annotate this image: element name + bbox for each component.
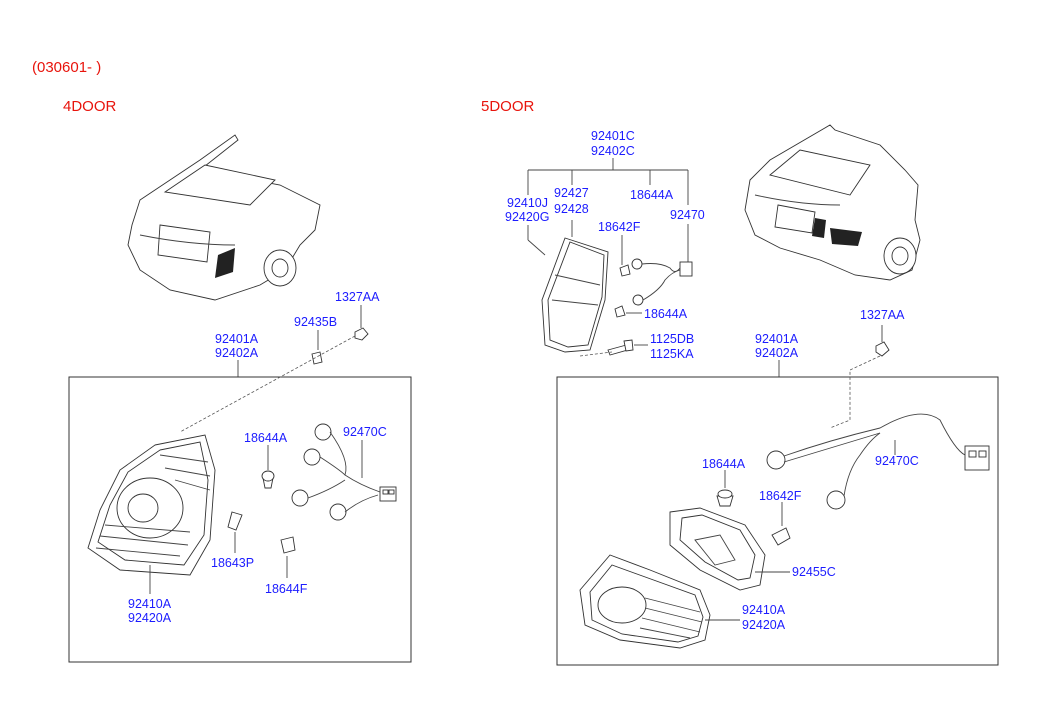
bulb-18644a-5door [716,489,734,507]
label-92420g: 92420G [505,210,549,224]
label-18644f: 18644F [265,582,308,596]
label-92402a-5door: 92402A [755,346,799,360]
section-title-4door: 4DOOR [63,98,117,115]
label-1125ka: 1125KA [650,347,694,361]
label-92455c: 92455C [792,565,836,579]
label-92410a-5door: 92410A [742,603,786,617]
label-18644a: 18644A [244,431,288,445]
label-18643p: 18643P [211,556,254,570]
gasket-92455c [669,507,766,591]
label-1125db: 1125DB [650,332,694,346]
label-18644a-top: 18644A [630,188,674,202]
bulb-18642f-5door [771,527,791,546]
label-92427: 92427 [554,186,589,200]
tail-lamp-5door [579,554,711,649]
tail-lamp-5door-top [541,237,609,353]
bulb-18644a-mid [614,305,626,318]
label-92435b: 92435B [294,315,337,329]
wiring-harness-92470c-5door [766,413,990,510]
nut-1327aa-5door [875,341,890,357]
label-92470c-5door: 92470C [875,454,919,468]
section-title-5door: 5DOOR [481,98,535,115]
car-rear-5door-illustration [744,124,921,281]
label-92420a-5door: 92420A [742,618,786,632]
label-92470c: 92470C [343,425,387,439]
label-18644a-5door: 18644A [702,457,746,471]
label-92420a: 92420A [128,611,172,625]
label-18642f-top: 18642F [598,220,641,234]
label-92401a-5door: 92401A [755,332,799,346]
bulb-18644a-4door [261,470,275,489]
screw-1125db [607,339,634,356]
label-92401c: 92401C [591,129,635,143]
label-92401a: 92401A [215,332,259,346]
label-1327aa-5door: 1327AA [860,308,905,322]
wiring-harness-92470c [291,423,397,521]
label-92402c: 92402C [591,144,635,158]
tail-lamp-4door [87,434,216,576]
label-18642f-5door: 18642F [759,489,802,503]
nut-1327aa [354,327,369,341]
leader-lines-top-5door [527,158,689,265]
label-92470: 92470 [670,208,705,222]
harness-92470-top [631,258,693,306]
label-92410a: 92410A [128,597,172,611]
bulb-18644f [280,536,296,554]
assembly-box-4door [68,376,412,663]
label-1327aa: 1327AA [335,290,380,304]
label-92402a: 92402A [215,346,259,360]
label-92428: 92428 [554,202,589,216]
car-rear-4door-illustration [127,134,321,301]
date-code: (030601- ) [32,59,101,76]
label-92410j: 92410J [507,196,548,210]
bolt-92435b [311,351,323,365]
label-18644a-mid: 18644A [644,307,688,321]
bulb-18643p [227,511,243,531]
bulb-18642f-top [619,264,631,277]
assembly-box-5door [556,376,999,666]
